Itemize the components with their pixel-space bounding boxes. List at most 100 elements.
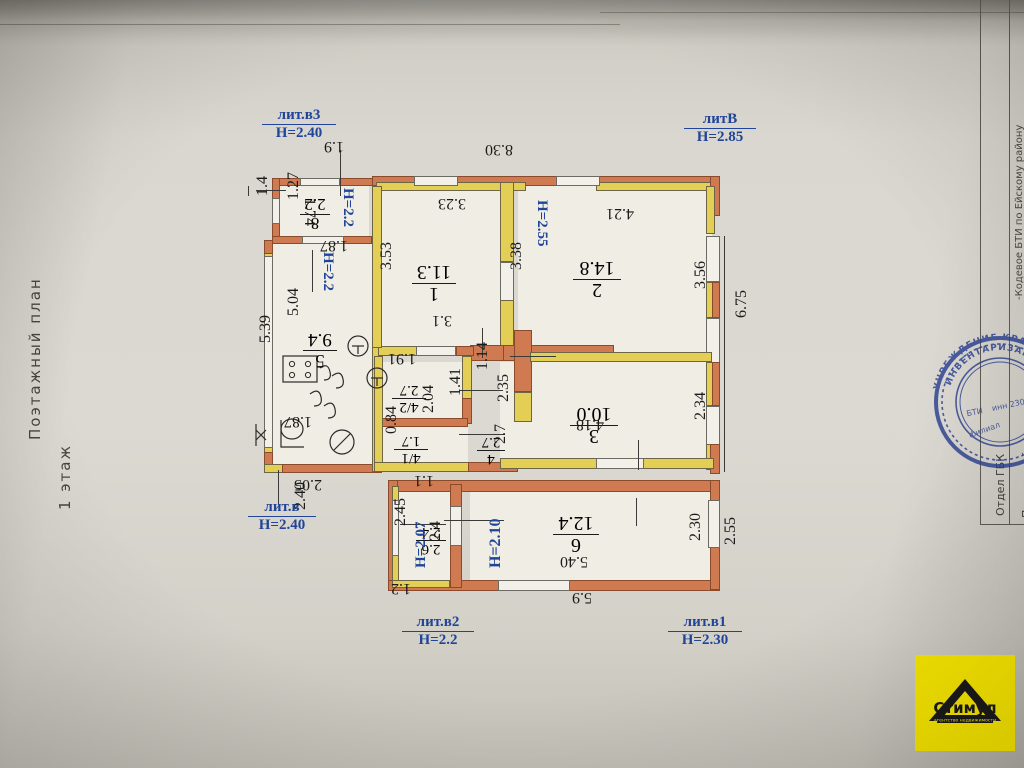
inline-height-h22-top: H=2.2 — [340, 188, 356, 227]
bti-stamp: УЧРЕЖДЕНИЕ КРАСНО ИНВЕНТАРИЗАЦИИ БТИ инн… — [932, 333, 1024, 468]
dimension-dim-1-1: 1.1 — [414, 472, 434, 489]
dimension-dim-1-27: 1.27 — [285, 172, 302, 200]
lit-v2-height: H=2.2 — [402, 630, 474, 649]
form-border-horizontal — [980, 524, 1024, 525]
wall-main-right-y1 — [706, 186, 715, 234]
dimension-dim-3-56: 3.56 — [692, 261, 709, 289]
dimension-dim-5-9: 5.9 — [572, 589, 592, 606]
door-corridor-bottom — [596, 458, 644, 469]
leader-b-1 — [400, 524, 446, 525]
room-2-area: 14.8 — [573, 257, 621, 280]
window-main-right-1 — [706, 236, 720, 282]
room-fill-porch — [392, 492, 450, 586]
wall-porch-bottom — [392, 580, 450, 588]
logo-graphic: Стимул агентство недвижимости — [929, 679, 1001, 724]
leader-right-edge — [724, 236, 725, 472]
room-fill-3 — [500, 362, 712, 468]
dimension-dim-2-45: 2.45 — [392, 498, 409, 526]
room-fill-6 — [470, 492, 712, 586]
window-main-top-2 — [556, 176, 600, 186]
wall-room5-left-top — [264, 240, 273, 254]
lit-v2-code: лит.в2 — [416, 614, 460, 630]
leader-r-2 — [638, 440, 639, 470]
dimension-dim-2-7b: 2.7 — [492, 424, 509, 444]
leader-c-2 — [459, 390, 503, 391]
dimension-dim-1-2: 1.2 — [391, 580, 411, 597]
room-4-1-area: 1.7 — [394, 433, 428, 450]
leader-top-1 — [340, 150, 341, 196]
room5-fixtures — [255, 335, 388, 455]
height-label-lit-v: лит.в H=2.40 — [248, 499, 316, 534]
room-1-number: 1 — [429, 283, 439, 305]
inline-height-h255: H=2.55 — [534, 200, 550, 247]
svg-text:филиал: филиал — [968, 420, 1002, 440]
dimension-dim-2-55r: 2.55 — [722, 517, 739, 545]
wall-between-1-2 — [500, 182, 514, 262]
window-porch-left — [392, 500, 399, 556]
logo-tagline-text: агентство недвижимости — [934, 719, 996, 724]
leader-c-1 — [482, 328, 483, 358]
dimension-dim-2-40l: 2.40 — [292, 482, 309, 510]
window-main-top-1 — [414, 176, 458, 186]
page-curl-highlight — [0, 0, 1024, 60]
wall-main-right-o2 — [712, 282, 720, 318]
dimension-dim-5-39: 5.39 — [257, 315, 274, 343]
page-top-shadow — [0, 0, 1024, 46]
height-label-lit-v3: лит.в3 H=2.40 — [262, 107, 336, 142]
room-fill-5 — [272, 240, 380, 466]
dimension-dim-1-91: 1.91 — [388, 350, 416, 367]
room-fill-2 — [518, 186, 712, 352]
lit-V-code: литВ — [702, 111, 738, 127]
room-fill-4-2 — [380, 362, 468, 424]
wall-main-right-o3 — [712, 362, 720, 406]
door-annex-bottom — [302, 236, 344, 244]
leader-left-1 — [256, 190, 286, 191]
dimension-dim-1-9: 1.9 — [324, 138, 344, 155]
dimension-dim-2-34: 2.34 — [692, 392, 709, 420]
dimension-dim-2-04: 2.04 — [420, 385, 437, 413]
lit-v3-code: лит.в3 — [277, 107, 321, 123]
room-label-2: 2 14.8 — [573, 257, 621, 301]
lit-v3-height: H=2.40 — [262, 123, 336, 142]
height-label-lit-V: литВ H=2.85 — [684, 111, 756, 146]
leader-room5-1 — [278, 470, 279, 504]
room-fill-1 — [380, 186, 500, 346]
dimension-dim-3-38: 3.38 — [508, 242, 525, 270]
room-label-1: 1 11.3 — [412, 261, 456, 305]
window-annex-left — [272, 198, 280, 224]
wall-main-top-yellow-2 — [596, 182, 720, 191]
lit-v1-height: H=2.30 — [668, 630, 742, 649]
dimension-dim-1-87a: 1.87 — [320, 237, 348, 254]
room-1-area: 11.3 — [412, 261, 456, 284]
inline-height-h22-mid: H=2.2 — [320, 252, 336, 291]
leader-mid-1 — [312, 250, 313, 292]
form-border-vertical-2 — [1009, 0, 1010, 524]
room-fill-4-1 — [378, 424, 468, 466]
leader-c-3 — [459, 434, 505, 435]
dimension-dim-2-35: 2.35 — [495, 374, 512, 402]
room-5-area: 9.4 — [303, 329, 337, 351]
window-room5-left — [264, 256, 273, 448]
window-annex-top — [300, 178, 340, 186]
scan-edge-line-1 — [0, 24, 620, 25]
wall-room1-bottom-o — [456, 346, 474, 356]
dimension-dim-1-14: 1.14 — [474, 342, 491, 370]
room-fill-8 — [277, 184, 369, 238]
page-subtitle-first-floor: 1 этаж — [56, 444, 74, 510]
agency-logo-watermark: Стимул агентство недвижимости — [915, 655, 1015, 751]
inline-height-h210: H=2.10 — [487, 518, 504, 568]
leader-r-1 — [636, 498, 637, 526]
door-room1-bottom — [416, 346, 456, 356]
door-annex6-bottom — [498, 580, 570, 591]
room-label-5: 5 9.4 — [303, 329, 337, 371]
page-title-floor-plan: Поэтажный план — [26, 277, 44, 440]
dimension-dim-4-21: 4.21 — [606, 205, 634, 222]
dimension-dim-8-30: 8.30 — [485, 141, 513, 158]
lit-v-code: лит.в — [264, 499, 300, 515]
logo-brand-text: Стимул — [933, 699, 996, 717]
form-border-vertical-1 — [980, 0, 981, 524]
room-5-number: 5 — [315, 350, 325, 371]
leader-h255 — [510, 356, 556, 357]
room-label-4-1: 4/1 1.7 — [394, 433, 428, 466]
dimension-dim-5-04: 5.04 — [285, 288, 302, 316]
